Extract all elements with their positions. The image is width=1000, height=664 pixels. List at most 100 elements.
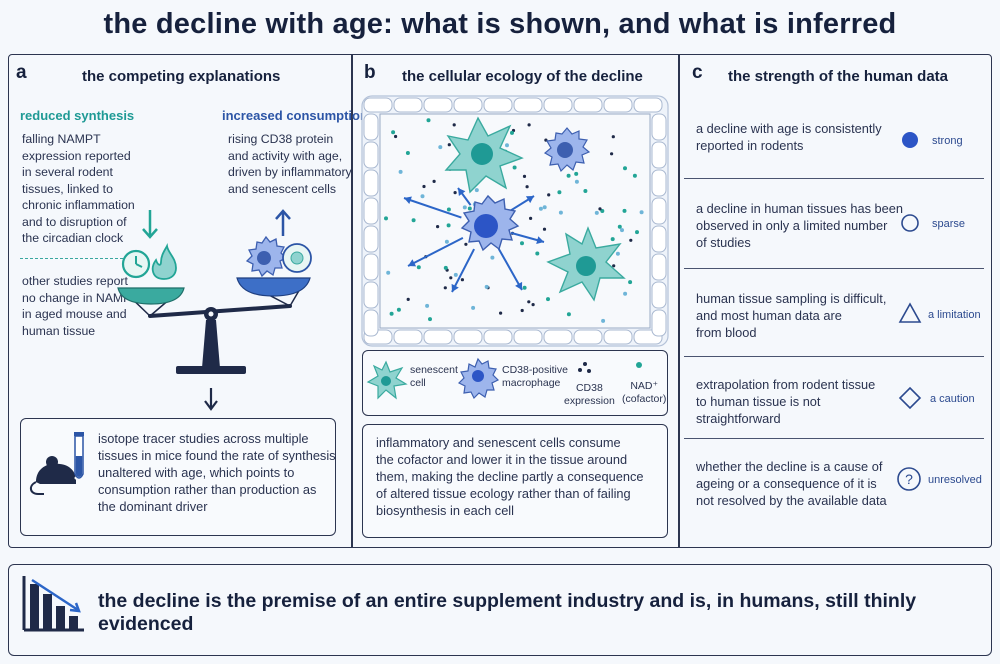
tissue-cell — [393, 97, 423, 113]
tissue-cell — [633, 97, 663, 113]
diffusion-arrowhead — [536, 236, 544, 244]
triangle-icon — [898, 302, 922, 323]
nad-dot — [446, 207, 451, 212]
nad-dot — [416, 265, 421, 270]
svg-text:?: ? — [905, 471, 913, 487]
panel-divider-bc — [678, 54, 680, 548]
nad-dot — [425, 303, 430, 308]
cd38-dot — [611, 135, 615, 139]
conclusion-banner — [8, 564, 992, 656]
ecology-summary-text: inflammatory and senescent cells consume… — [376, 435, 644, 518]
open-circle-icon — [901, 214, 919, 232]
macrophage-icon — [245, 235, 288, 278]
panel-a-heading: the competing explanations — [82, 68, 281, 85]
declining-bar-chart-icon — [22, 576, 84, 632]
nad-dot — [389, 311, 394, 316]
nad-dot — [505, 143, 509, 148]
cd38-dot — [436, 225, 440, 229]
cd38-dot — [522, 174, 527, 178]
rating-strong: strong — [932, 135, 963, 147]
clock-icon — [121, 249, 151, 279]
nad-dot — [538, 206, 543, 211]
panel-divider-ab — [351, 54, 353, 548]
cd38-dot — [449, 276, 453, 280]
senescent-cell-top — [444, 116, 524, 194]
nad-dot — [639, 210, 644, 215]
cd38-dot — [610, 152, 614, 156]
cd38-dot — [499, 311, 503, 315]
diffusion-arrowhead — [515, 281, 523, 290]
nad-dot — [443, 265, 448, 270]
tissue-cell — [453, 97, 483, 113]
tissue-cell — [363, 141, 379, 169]
cd38-dot — [453, 191, 457, 195]
rating-limitation: a limitation — [928, 309, 981, 321]
tissue-cell — [513, 329, 543, 345]
diffusion-arrow — [407, 237, 464, 267]
down-arrow-icon — [142, 210, 158, 239]
nad-dot — [635, 230, 639, 235]
cd38-dot — [612, 264, 616, 268]
legend-nad-dot-icon — [636, 362, 642, 368]
nad-dot — [386, 270, 391, 275]
rating-unresolved: unresolved — [928, 474, 982, 486]
note-dashed-divider — [20, 258, 138, 259]
tissue-cell — [603, 329, 633, 345]
rating-sparse: sparse — [932, 218, 966, 230]
nad-dot — [391, 130, 396, 135]
macrophage-top-right — [543, 127, 591, 173]
nad-dot — [484, 284, 489, 289]
nad-dot — [467, 206, 472, 211]
macrophage-center — [460, 194, 520, 252]
nad-dot — [420, 194, 425, 199]
diffusion-arrowhead — [408, 259, 417, 267]
senescent-cell-right — [546, 226, 626, 302]
nad-dot — [453, 272, 458, 277]
cd38-dot — [443, 286, 447, 290]
question-circle-icon: ? — [897, 467, 921, 491]
nad-dot — [615, 251, 620, 256]
cd38-dot — [629, 238, 633, 242]
legend-box — [362, 350, 668, 416]
diffusion-arrow — [451, 248, 475, 293]
row-divider — [684, 268, 984, 269]
tissue-cell — [453, 329, 483, 345]
cd38-dot — [460, 278, 464, 282]
nad-dot — [566, 173, 571, 178]
cd38-dot — [447, 143, 451, 147]
nad-dot — [384, 216, 388, 221]
legend-cd38-dots-icon — [578, 362, 591, 373]
up-arrow-icon — [275, 209, 291, 236]
tissue-cell — [651, 169, 667, 197]
nad-dot — [623, 166, 627, 171]
nad-dot — [622, 208, 627, 213]
panel-c-letter: c — [692, 62, 703, 83]
nad-dot — [411, 218, 416, 223]
nad-dot — [428, 317, 432, 322]
tissue-cell — [363, 225, 379, 253]
tissue-cell — [423, 329, 453, 345]
nad-dot — [462, 205, 467, 210]
nad-dot — [557, 190, 562, 195]
legend-nad-label: NAD⁺(cofactor) — [622, 380, 667, 405]
tissue-cell — [651, 141, 667, 169]
nad-dot — [542, 205, 547, 210]
flame-icon — [151, 243, 177, 280]
tissue-cell — [543, 329, 573, 345]
nad-dot — [520, 241, 524, 246]
nad-dot — [438, 145, 443, 150]
row-divider — [684, 356, 984, 357]
row-divider — [684, 178, 984, 179]
diamond-icon — [898, 386, 922, 410]
nad-dot — [490, 255, 495, 260]
nad-dot — [594, 210, 599, 215]
tissue-cell — [651, 113, 667, 141]
diffusion-arrowhead — [458, 188, 466, 196]
ecology-summary-box — [362, 424, 668, 538]
tissue-cell — [651, 309, 667, 337]
